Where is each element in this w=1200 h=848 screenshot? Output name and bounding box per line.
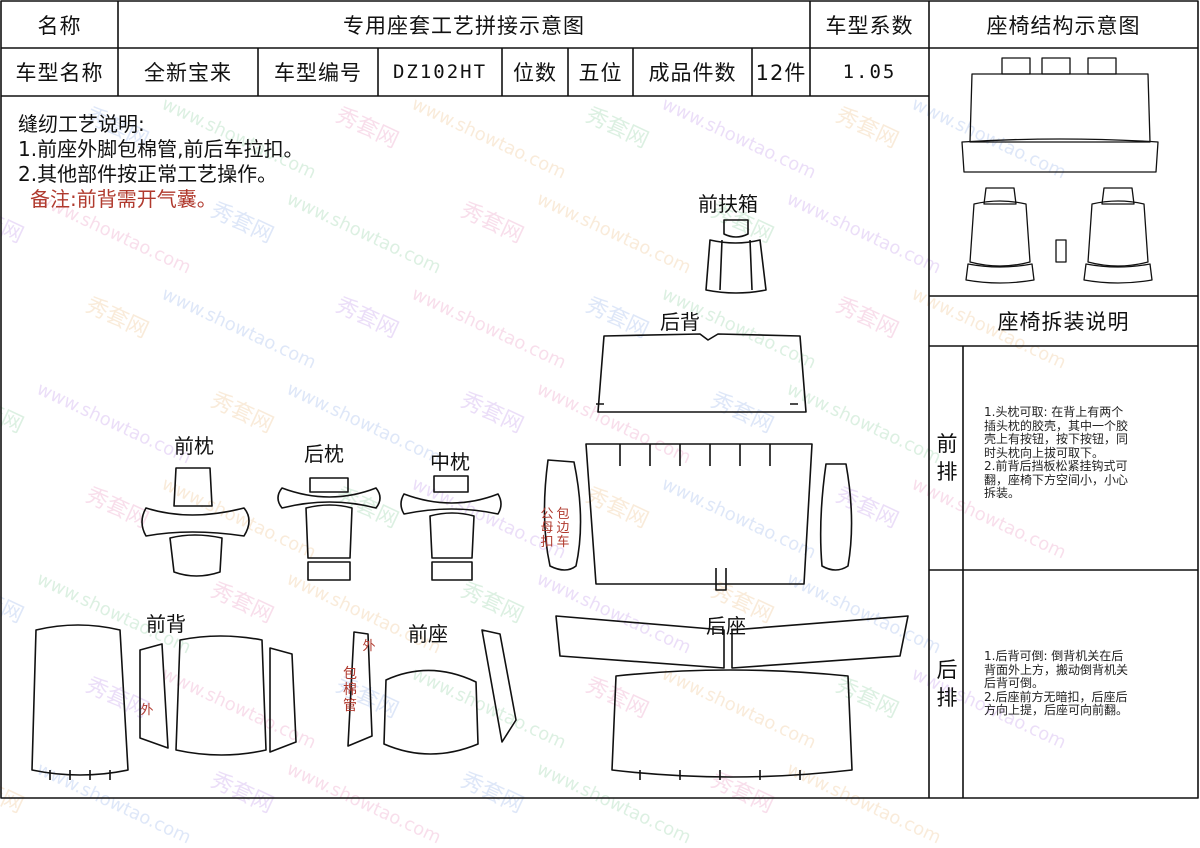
front-instr-line: 拆装。 <box>984 486 1021 500</box>
model-name-label: 车型名称 <box>15 61 104 85</box>
front-back-label: 前背 <box>146 612 186 636</box>
coef-value: 1.05 <box>842 61 897 83</box>
edge-sewing-mark: 包边车 <box>556 507 570 550</box>
front-row-instructions: 1.头枕可取: 在背上有两个 插头枕的胶壳，其中一个胶 壳上有按钮，按下按钮，同… <box>984 405 1184 501</box>
front-instr-line: 壳上有按钮，按下按钮，同 <box>984 432 1129 446</box>
front-seat-pattern <box>347 629 517 755</box>
pieces-label: 成品件数 <box>648 61 737 85</box>
rear-seat-pattern <box>555 615 909 780</box>
table-grid <box>0 0 1199 799</box>
rear-row-instructions: 1.后背可倒: 倒背机关在后 背面外上方，搬动倒背机关 后背可倒。 2.后座前方… <box>984 649 1184 718</box>
rear-back-pattern <box>543 333 853 591</box>
outer-mark-front-back: 外 <box>140 703 154 718</box>
rear-headrest-pattern <box>277 477 381 581</box>
outer-mark-front-seat: 外 <box>362 639 376 654</box>
sewing-notes: 缝纫工艺说明: 1.前座外脚包棉管,前后车拉扣。 2.其他部件按正常工艺操作。 … <box>18 112 303 212</box>
seat-structure-diagram <box>961 57 1159 284</box>
seats-value: 五位 <box>578 61 623 85</box>
middle-headrest-label: 中枕 <box>430 450 470 474</box>
front-headrest-pattern <box>141 467 250 577</box>
rear-row-label: 后排 <box>936 658 958 710</box>
middle-headrest-pattern <box>400 475 502 581</box>
front-seat-label: 前座 <box>408 622 448 646</box>
front-armrest-label: 前扶箱 <box>698 192 758 216</box>
model-name-value: 全新宝来 <box>144 61 232 85</box>
notes-line-1: 1.前座外脚包棉管,前后车拉扣。 <box>18 137 304 161</box>
rear-instr-line: 1.后背可倒: 倒背机关在后 <box>984 649 1124 663</box>
rear-seat-label: 后座 <box>706 614 746 638</box>
front-row-label: 前排 <box>936 432 958 484</box>
notes-remark: 备注:前背需开气囊。 <box>30 187 217 211</box>
front-instr-line: 插头枕的胶壳，其中一个胶 <box>984 418 1129 433</box>
front-instr-line: 2.前背后挡板松紧挂钩式可 <box>984 459 1128 473</box>
front-instr-line: 时头枕向上拔可取下。 <box>984 445 1105 460</box>
rear-instr-line: 后背可倒。 <box>984 676 1045 690</box>
rear-back-label: 后背 <box>660 310 700 334</box>
rear-instr-line: 2.后座前方无暗扣，后座后 <box>984 689 1128 704</box>
rear-headrest-label: 后枕 <box>304 442 344 466</box>
front-armrest-pattern <box>705 219 767 294</box>
model-code-value: DZ102HT <box>392 61 488 83</box>
front-instr-line: 1.头枕可取: 在背上有两个 <box>984 405 1124 419</box>
front-instr-line: 翻，座椅下方空间小，小心 <box>984 472 1129 487</box>
front-headrest-label: 前枕 <box>174 434 214 458</box>
sheet-title: 专用座套工艺拼接示意图 <box>343 13 585 38</box>
notes-title: 缝纫工艺说明: <box>18 112 145 136</box>
front-back-pattern <box>31 624 297 780</box>
seats-label: 位数 <box>513 61 557 85</box>
rear-instr-line: 方向上提，后座可向前翻。 <box>984 703 1129 717</box>
coef-label: 车型系数 <box>825 13 914 38</box>
model-code-label: 车型编号 <box>274 61 362 85</box>
install-title: 座椅拆装说明 <box>997 310 1130 334</box>
structure-title: 座椅结构示意图 <box>986 13 1141 38</box>
wrap-pipe-mark: 包棉管 <box>343 666 357 714</box>
notes-line-2: 2.其他部件按正常工艺操作。 <box>18 162 278 186</box>
pieces-value: 12件 <box>755 61 807 85</box>
name-label: 名称 <box>37 13 82 38</box>
pattern-drawing <box>0 0 1199 799</box>
rear-instr-line: 背面外上方，搬动倒背机关 <box>984 662 1129 677</box>
snap-button-mark: 公母扣 <box>540 507 554 550</box>
